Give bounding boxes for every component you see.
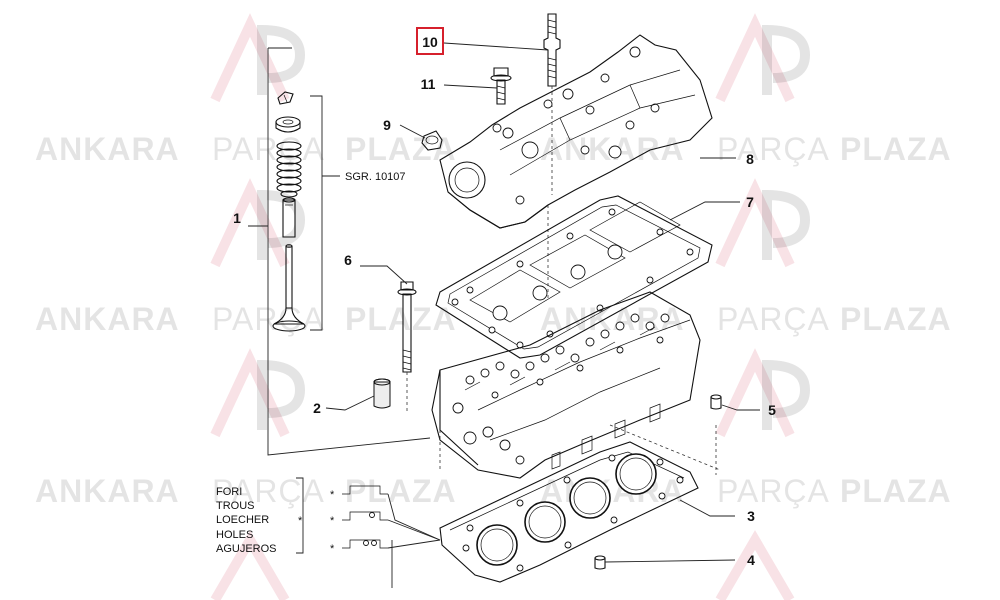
watermark-logo-mark xyxy=(210,530,290,600)
cover-gasket xyxy=(435,195,713,359)
watermark-word: PARÇA xyxy=(717,131,830,167)
watermark-word: PLAZA xyxy=(840,301,952,337)
callout-6: 6 xyxy=(344,252,352,268)
valvetrain-detail xyxy=(464,313,670,399)
watermark-logo-mark xyxy=(715,13,811,103)
dowel xyxy=(710,394,722,475)
callout-4: 4 xyxy=(747,552,755,568)
camshaft-carrier xyxy=(439,34,713,300)
watermark-word: PARÇA xyxy=(717,473,830,509)
watermark-text-row: ANKARA PARÇA PLAZA ANKARA PARÇA PLAZA xyxy=(35,131,952,167)
callout-2: 2 xyxy=(313,400,321,416)
cylinder-head xyxy=(431,291,721,479)
legend-line: TROUS xyxy=(216,500,255,512)
callout-8: 8 xyxy=(746,151,754,167)
legend-marker: * xyxy=(330,515,335,527)
watermark-word: ANKARA xyxy=(35,131,180,167)
plug xyxy=(421,130,443,151)
hole-legend-text: FORI TROUS LOECHER HOLES AGUJEROS * * * … xyxy=(216,486,335,555)
sub-group-reference: SGR. 10107 xyxy=(345,171,406,183)
watermark-logo-mark xyxy=(210,348,306,438)
callout-labels: 10 11 9 8 7 1 6 2 5 3 4 SGR. 10107 xyxy=(233,27,776,568)
callout-11: 11 xyxy=(421,76,436,92)
watermark-logo-mark xyxy=(715,348,811,438)
leader-lines xyxy=(325,42,760,563)
callout-1: 1 xyxy=(233,210,241,226)
valve-assembly xyxy=(248,47,431,456)
legend-marker: * xyxy=(298,515,303,527)
watermark-text-row: ANKARA PARÇA PLAZA ANKARA PARÇA PLAZA xyxy=(35,473,952,509)
watermark-word: PARÇA xyxy=(717,301,830,337)
legend-marker: * xyxy=(330,543,335,555)
legend-marker: * xyxy=(330,489,335,501)
watermark-logo-mark xyxy=(210,178,306,268)
bushing xyxy=(373,378,391,409)
callout-highlight-box xyxy=(416,27,444,55)
legend-line: AGUJEROS xyxy=(216,543,277,555)
callout-10: 10 xyxy=(422,34,438,50)
callout-9: 9 xyxy=(383,117,391,133)
legend-line: LOECHER xyxy=(216,514,269,526)
watermark-logo-mark xyxy=(210,13,306,103)
hole-legend xyxy=(296,477,441,588)
watermark-word: ANKARA xyxy=(35,473,180,509)
callout-3: 3 xyxy=(747,508,755,524)
watermark-word: ANKARA xyxy=(540,473,685,509)
stud xyxy=(543,13,561,195)
watermark-logo-mark xyxy=(715,530,795,600)
watermark-word: PARÇA xyxy=(212,473,325,509)
legend-line: HOLES xyxy=(216,529,253,541)
dowel-lower xyxy=(594,555,606,570)
watermark-logo-mark xyxy=(715,178,811,268)
watermark-word: PLAZA xyxy=(840,131,952,167)
watermark-word: PLAZA xyxy=(345,301,457,337)
watermark-word: ANKARA xyxy=(35,301,180,337)
watermark-text-row: ANKARA PARÇA PLAZA ANKARA PARÇA PLAZA xyxy=(35,301,952,337)
flange-bolt xyxy=(490,67,512,105)
callout-7: 7 xyxy=(746,194,754,210)
watermark-word: PLAZA xyxy=(345,473,457,509)
valve-spring xyxy=(276,141,302,193)
cylinder-head-bolt xyxy=(397,281,417,412)
legend-line: FORI xyxy=(216,486,242,498)
callout-5: 5 xyxy=(768,402,776,418)
watermark-word: PLAZA xyxy=(840,473,952,509)
head-gasket xyxy=(439,441,699,583)
